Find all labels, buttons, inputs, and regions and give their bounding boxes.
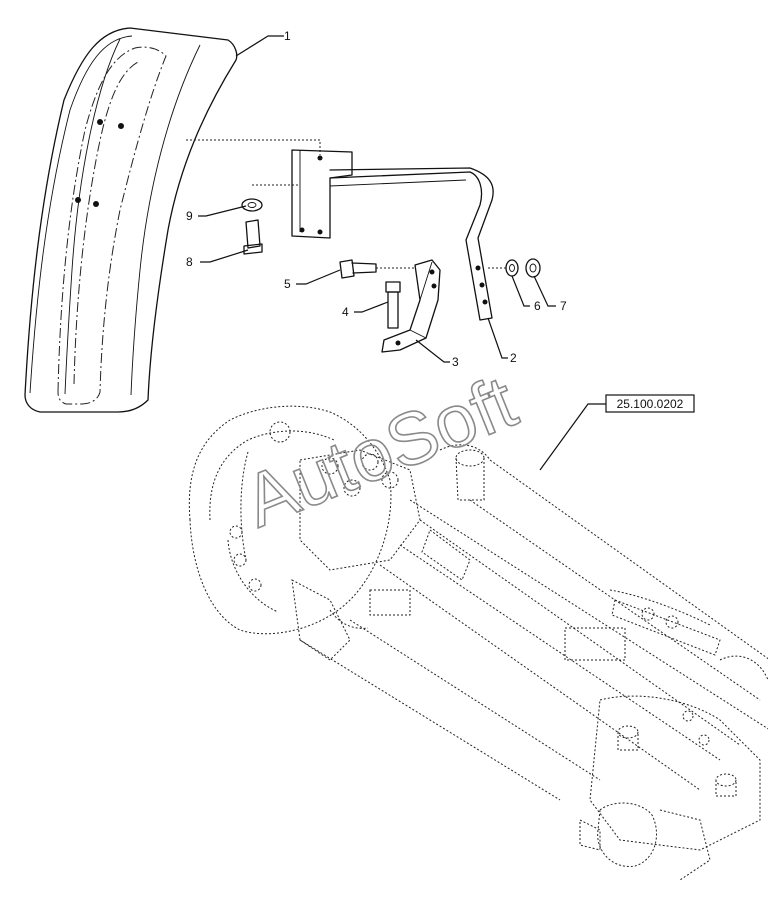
washer-6 [505,259,519,277]
watermark-text: AutoSoft [233,359,528,542]
reference-box[interactable]: 25.100.0202 [605,394,695,413]
reference-label[interactable]: 25.100.0202 [617,397,684,411]
callout-3: 3 [452,355,459,369]
bolt-8 [243,219,263,255]
callout-5: 5 [284,277,291,291]
callout-4: 4 [342,305,349,319]
front-axle-assembly [188,405,768,881]
callout-1: 1 [284,29,291,43]
watermark: AutoSoft [232,359,528,544]
bolt-5 [339,259,377,279]
callout-9: 9 [186,209,193,223]
fender [24,27,321,413]
callout-2: 2 [510,351,517,365]
leader-lines [198,35,606,471]
washer-9 [241,198,263,212]
callout-7: 7 [560,299,567,313]
callout-8: 8 [186,255,193,269]
callout-6: 6 [534,299,541,313]
nut-7 [525,258,541,278]
callout-labels: 1 2 3 4 5 6 7 8 9 [186,29,567,369]
support [376,259,441,353]
bracket [291,149,508,321]
bolt-4 [385,281,401,329]
